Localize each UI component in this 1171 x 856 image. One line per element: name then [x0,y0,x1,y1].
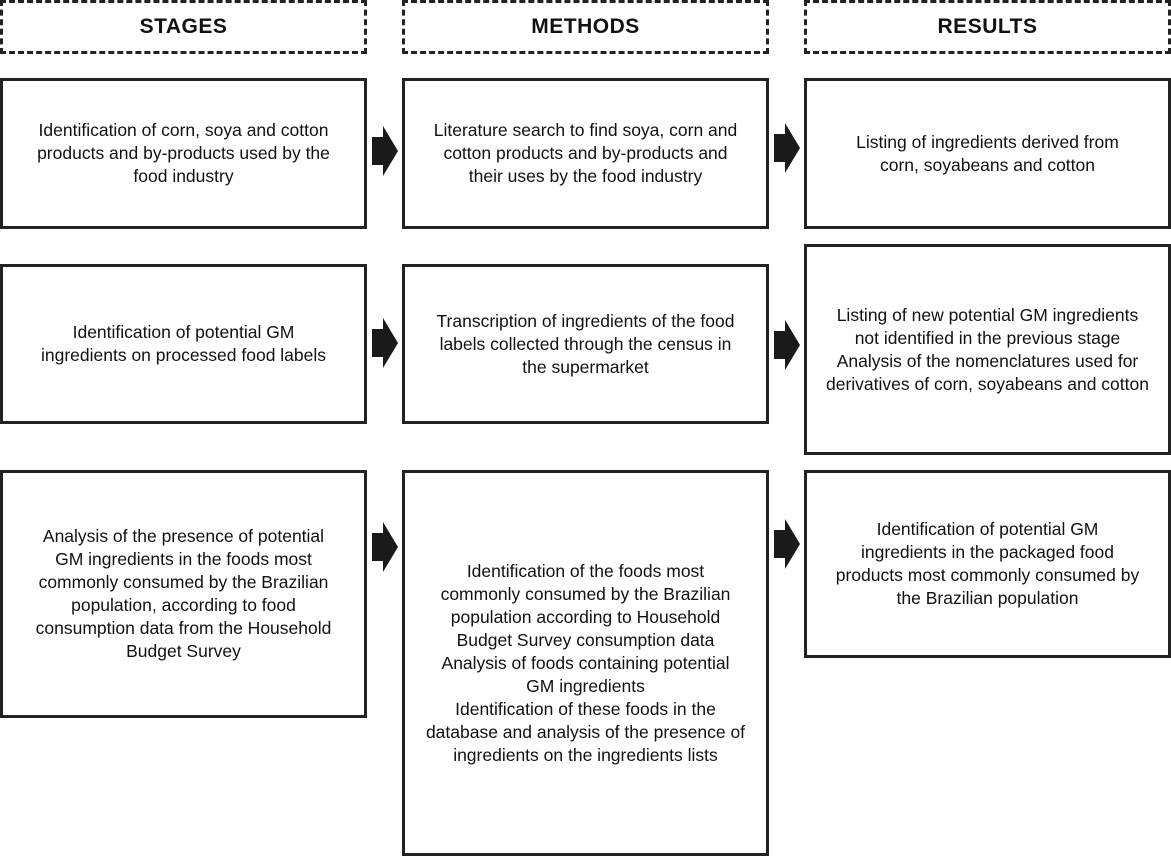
arrow-right-icon [774,320,800,370]
stage-1-line-3: food industry [133,166,234,186]
result-2-line-1: Listing of new potential GM ingredients [836,304,1139,325]
stage-3-line-4: population, according to food [71,595,296,615]
method-2-line-2: labels collected through the census in [439,333,732,354]
method-box-1: Literature search to find soya, corn and… [402,78,769,229]
result-box-1: Listing of ingredients derived from corn… [804,78,1171,229]
method-3-line-3: population according to Household [450,606,721,627]
method-2-line-1: Transcription of ingredients of the food [436,310,735,331]
result-box-2: Listing of new potential GM ingredients … [804,244,1171,455]
method-3-line-8: database and analysis of the presence of [425,721,746,742]
stage-3-line-2: GM ingredients in the foods most [55,549,312,569]
method-box-2: Transcription of ingredients of the food… [402,264,769,424]
stage-1-line-2: products and by-products used by the [37,143,330,163]
stage-3-line-6: Budget Survey [126,641,241,661]
stage-box-1: Identification of corn, soya and cotton … [0,78,367,229]
methods-header-label: METHODS [531,15,640,38]
results-header: RESULTS [804,0,1171,54]
result-1-line-1: Listing of ingredients derived from [856,131,1119,152]
arrow-right-icon [372,126,398,176]
stage-3-line-5: consumption data from the Household [35,618,332,638]
method-3-line-7: Identification of these foods in the [455,698,716,719]
result-3-line-4: the Brazilian population [896,588,1079,608]
method-1-line-3: their uses by the food industry [468,166,703,186]
method-box-3: Identification of the foods most commonl… [402,470,769,856]
arrow-right-icon [372,522,398,572]
result-3-line-1: Identification of potential GM [876,519,1099,539]
results-header-label: RESULTS [937,15,1038,38]
method-3-line-5: Analysis of foods containing potential [441,652,730,673]
method-1-line-1: Literature search to find soya, corn and [433,120,738,140]
stage-2-line-2: ingredients on processed food labels [40,345,327,365]
arrow-right-icon [774,123,800,173]
stage-3-line-3: commonly consumed by the Brazilian [38,572,329,592]
result-3-line-3: products most commonly consumed by [835,565,1140,585]
arrow-right-icon [372,318,398,368]
result-2-line-2: not identified in the previous stage [854,327,1121,348]
method-1-line-2: cotton products and by-products and [443,143,728,163]
stage-3-line-1: Analysis of the presence of potential [42,526,325,546]
stage-2-line-1: Identification of potential GM [72,322,295,342]
stage-1-line-1: Identification of corn, soya and cotton [38,120,329,140]
result-box-3: Identification of potential GM ingredien… [804,470,1171,658]
result-3-line-2: ingredients in the packaged food [861,542,1114,562]
stages-header: STAGES [0,0,367,54]
stage-box-2: Identification of potential GM ingredien… [0,264,367,424]
method-2-line-3: the supermarket [522,356,649,377]
methods-header: METHODS [402,0,769,54]
method-3-line-9: ingredients on the ingredients lists [453,744,718,765]
result-2-line-3: Analysis of the nomenclatures used for [836,350,1139,371]
method-3-line-1: Identification of the foods most [466,560,705,581]
stage-box-3: Analysis of the presence of potential GM… [0,470,367,718]
stages-header-label: STAGES [139,15,228,38]
method-3-line-4: Budget Survey consumption data [456,629,715,650]
method-3-line-2: commonly consumed by the Brazilian [440,583,731,604]
method-3-line-6: GM ingredients [526,675,645,696]
result-1-line-2: corn, soyabeans and cotton [879,154,1095,175]
arrow-right-icon [774,519,800,569]
result-2-line-4: derivatives of corn, soyabeans and cotto… [826,373,1149,394]
